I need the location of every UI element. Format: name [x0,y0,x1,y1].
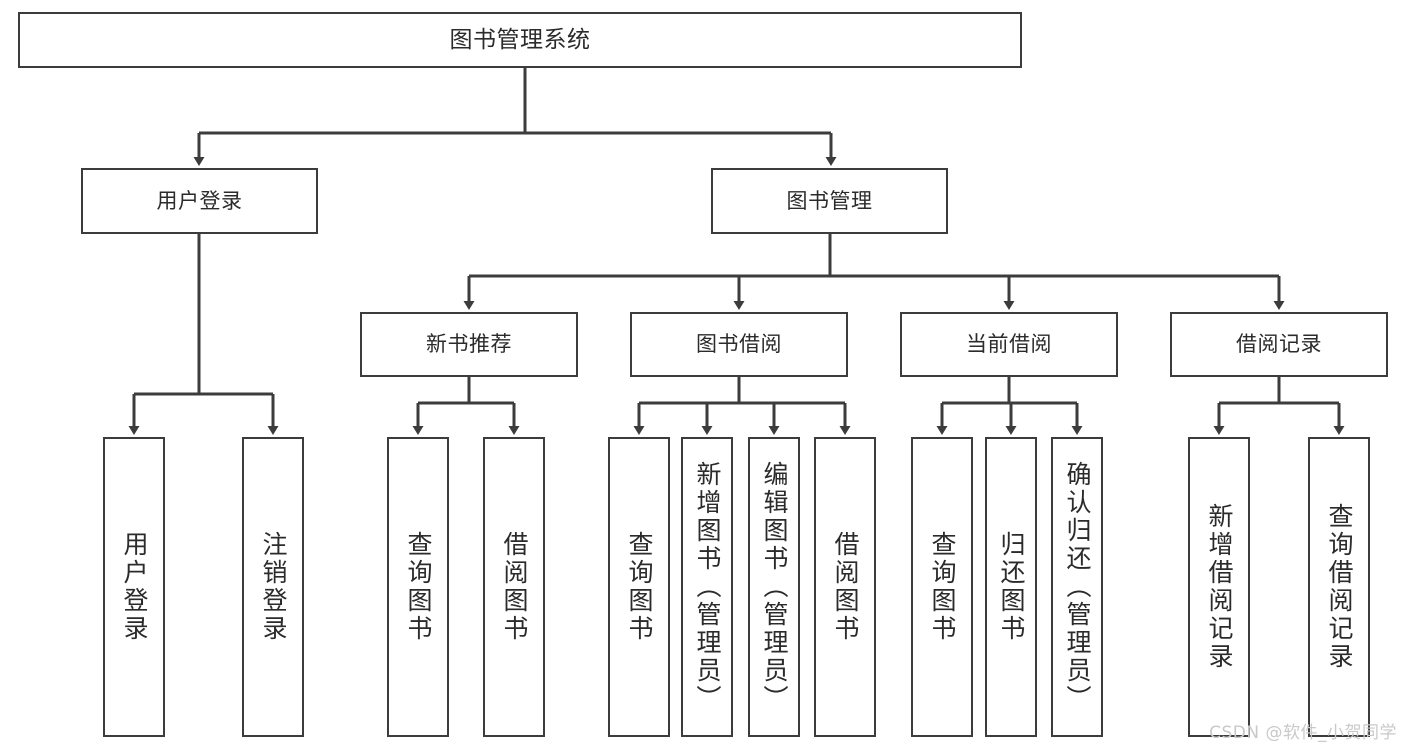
leaf-borrow-book[interactable]: 借阅图书 [814,437,876,737]
leaf-return-book[interactable]: 归还图书 [985,437,1037,737]
node-user-login[interactable]: 用户登录 [81,168,318,234]
node-book-management-label: 图书管理 [786,188,873,213]
node-book-management[interactable]: 图书管理 [711,168,948,234]
leaf-query-book-newbook-label: 查询图书 [404,531,433,643]
node-book-borrow[interactable]: 图书借阅 [630,312,848,377]
leaf-query-borrow-record-label: 查询借阅记录 [1325,503,1354,671]
node-new-book-recommend-label: 新书推荐 [426,332,512,357]
node-new-book-recommend[interactable]: 新书推荐 [360,312,578,377]
leaf-edit-book-admin[interactable]: 编辑图书（管理员） [748,437,800,737]
node-current-borrow-label: 当前借阅 [966,332,1052,357]
node-borrow-record[interactable]: 借阅记录 [1170,312,1388,377]
node-root[interactable]: 图书管理系统 [18,12,1022,68]
leaf-query-book-newbook[interactable]: 查询图书 [387,437,449,737]
leaf-return-book-label: 归还图书 [997,531,1026,643]
leaf-query-book-current[interactable]: 查询图书 [911,437,973,737]
leaf-edit-book-admin-label: 编辑图书（管理员） [760,461,789,713]
leaf-user-login-label: 用户登录 [120,531,149,643]
leaf-logout-label: 注销登录 [259,531,288,643]
node-current-borrow[interactable]: 当前借阅 [900,312,1118,377]
node-root-label: 图书管理系统 [449,26,591,53]
csdn-watermark: CSDN @软件_小贺同学 [1209,723,1397,743]
leaf-query-book-borrow-label: 查询图书 [625,531,654,643]
node-user-login-label: 用户登录 [156,188,243,213]
leaf-logout[interactable]: 注销登录 [242,437,304,737]
node-book-borrow-label: 图书借阅 [696,332,782,357]
leaf-add-book-admin-label: 新增图书（管理员） [693,461,722,713]
leaf-add-borrow-record[interactable]: 新增借阅记录 [1188,437,1250,737]
node-borrow-record-label: 借阅记录 [1236,332,1322,357]
leaf-query-borrow-record[interactable]: 查询借阅记录 [1308,437,1370,737]
leaf-query-book-borrow[interactable]: 查询图书 [608,437,670,737]
leaf-confirm-return-admin-label: 确认归还（管理员） [1063,461,1092,713]
leaf-borrow-book-newbook[interactable]: 借阅图书 [483,437,545,737]
leaf-borrow-book-label: 借阅图书 [831,531,860,643]
leaf-add-book-admin[interactable]: 新增图书（管理员） [681,437,733,737]
leaf-confirm-return-admin[interactable]: 确认归还（管理员） [1051,437,1103,737]
leaf-add-borrow-record-label: 新增借阅记录 [1205,503,1234,671]
leaf-query-book-current-label: 查询图书 [928,531,957,643]
leaf-borrow-book-newbook-label: 借阅图书 [500,531,529,643]
leaf-user-login[interactable]: 用户登录 [103,437,165,737]
